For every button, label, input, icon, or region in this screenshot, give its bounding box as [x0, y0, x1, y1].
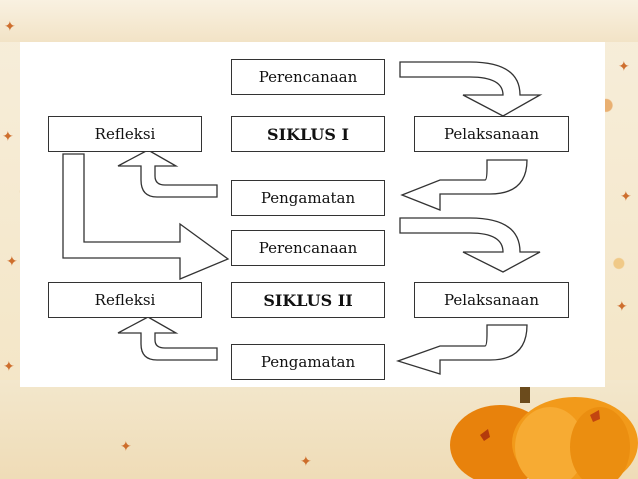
- cycle1-pelaksanaan-box: Pelaksanaan: [414, 116, 569, 152]
- maple-leaf-icon: ✦: [4, 19, 16, 35]
- maple-leaf-icon: ✦: [2, 129, 14, 145]
- arrow-act-to-observe-1: [400, 159, 528, 211]
- slide-top-band: [0, 0, 638, 42]
- cycle2-pelaksanaan-box: Pelaksanaan: [414, 282, 569, 318]
- arrow-observe-to-reflect-2: [117, 316, 218, 361]
- cycle2-pengamatan-box: Pengamatan: [231, 344, 385, 380]
- arrow-reflect-to-plan-2: [62, 153, 230, 280]
- cycle1-perencanaan-box: Perencanaan: [231, 59, 385, 95]
- cycle2-refleksi-box: Refleksi: [48, 282, 202, 318]
- maple-leaf-icon: ✦: [300, 454, 312, 470]
- maple-leaf-icon: ✦: [616, 299, 628, 315]
- cycle1-pengamatan-box: Pengamatan: [231, 180, 385, 216]
- pumpkin-icon: [450, 387, 638, 479]
- cycle1-siklus-box: SIKLUS I: [231, 116, 385, 152]
- maple-leaf-icon: ✦: [120, 439, 132, 455]
- arrow-act-to-observe-2: [395, 324, 528, 375]
- cycle1-refleksi-box: Refleksi: [48, 116, 202, 152]
- arrow-observe-to-reflect-1: [117, 149, 218, 198]
- maple-leaf-icon: ✦: [618, 59, 630, 75]
- cycle2-perencanaan-box: Perencanaan: [231, 230, 385, 266]
- arrow-plan-to-act-1: [399, 61, 543, 117]
- arrow-plan-to-act-2: [399, 217, 541, 273]
- maple-leaf-icon: ✦: [6, 254, 18, 270]
- cycle2-siklus-box: SIKLUS II: [231, 282, 385, 318]
- maple-leaf-icon: ✦: [620, 189, 632, 205]
- maple-leaf-icon: ✦: [3, 359, 15, 375]
